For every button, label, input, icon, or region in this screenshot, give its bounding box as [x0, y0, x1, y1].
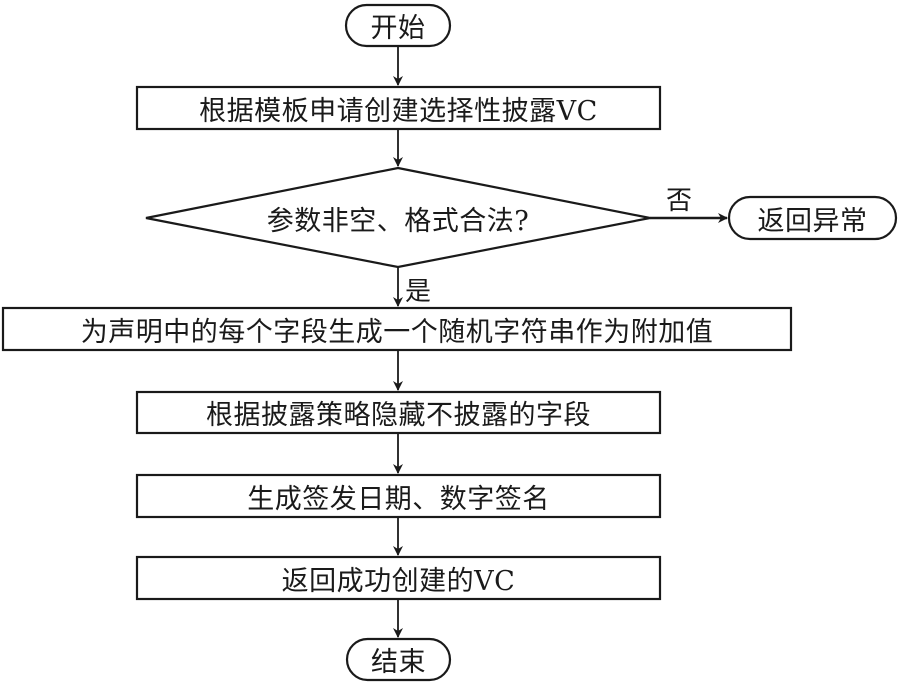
salt-label: 为声明中的每个字段生成一个随机字符串作为附加值	[80, 316, 714, 348]
return-label: 返回成功创建的VC	[281, 565, 516, 597]
edge-label-yes: 是	[405, 277, 432, 307]
apply-process-box	[135, 85, 662, 131]
salt-process-box	[1, 306, 793, 352]
start-label: 开始	[370, 13, 426, 44]
return-process-box	[135, 555, 662, 601]
end-terminal	[345, 637, 452, 682]
error-terminal	[727, 195, 898, 241]
sign-process-box	[135, 473, 662, 519]
hide-process-box	[135, 390, 662, 435]
sign-label: 生成签发日期、数字签名	[247, 483, 550, 515]
end-label: 结束	[371, 647, 426, 678]
edge-label-no: 否	[666, 186, 693, 216]
hide-label: 根据披露策略隐藏不披露的字段	[206, 400, 591, 431]
apply-label: 根据模板申请创建选择性披露VC	[199, 95, 598, 127]
error-label: 返回异常	[757, 205, 868, 237]
check-label: 参数非空、格式合法?	[266, 205, 530, 237]
